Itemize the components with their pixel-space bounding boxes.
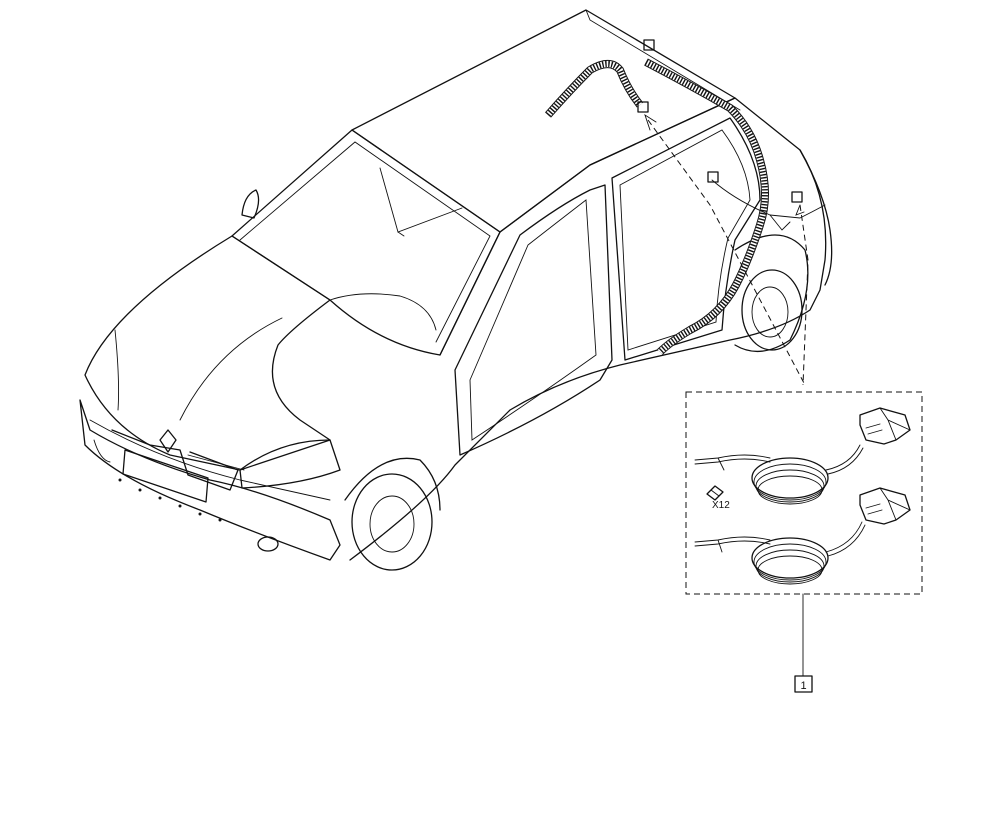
roof-connector bbox=[643, 39, 655, 51]
rear-door bbox=[611, 117, 761, 361]
car-roof bbox=[351, 9, 736, 233]
part-callout: 1 bbox=[794, 593, 813, 693]
fog-light bbox=[257, 536, 279, 552]
car-emblem bbox=[159, 429, 177, 453]
lower-wire-kit bbox=[694, 487, 911, 585]
leader-lines bbox=[644, 113, 809, 386]
car-front-bumper bbox=[79, 399, 341, 561]
quantity-label: X12 bbox=[712, 500, 730, 511]
car-illustration bbox=[79, 9, 833, 571]
car-side bbox=[349, 97, 827, 561]
car-grille bbox=[111, 429, 239, 491]
license-plate bbox=[122, 449, 209, 503]
door-connector bbox=[707, 171, 719, 183]
rear-wheel bbox=[734, 234, 809, 352]
upper-wire-kit bbox=[694, 407, 911, 505]
side-mirror bbox=[241, 189, 260, 219]
harness-route bbox=[544, 39, 826, 355]
bumper-vents bbox=[118, 478, 222, 522]
car-hood bbox=[84, 235, 331, 471]
rear-connector bbox=[791, 191, 803, 203]
terminal-pin-icon bbox=[706, 485, 724, 501]
upper-plug bbox=[859, 407, 911, 445]
front-wheel bbox=[344, 457, 441, 571]
car-windshield bbox=[231, 129, 501, 356]
front-door bbox=[454, 184, 613, 456]
mid-connector bbox=[637, 101, 649, 113]
lower-plug bbox=[859, 487, 911, 525]
headlight bbox=[239, 439, 341, 489]
part-number-label: 1 bbox=[800, 680, 806, 692]
kit-detail-box: X12 bbox=[685, 391, 923, 595]
